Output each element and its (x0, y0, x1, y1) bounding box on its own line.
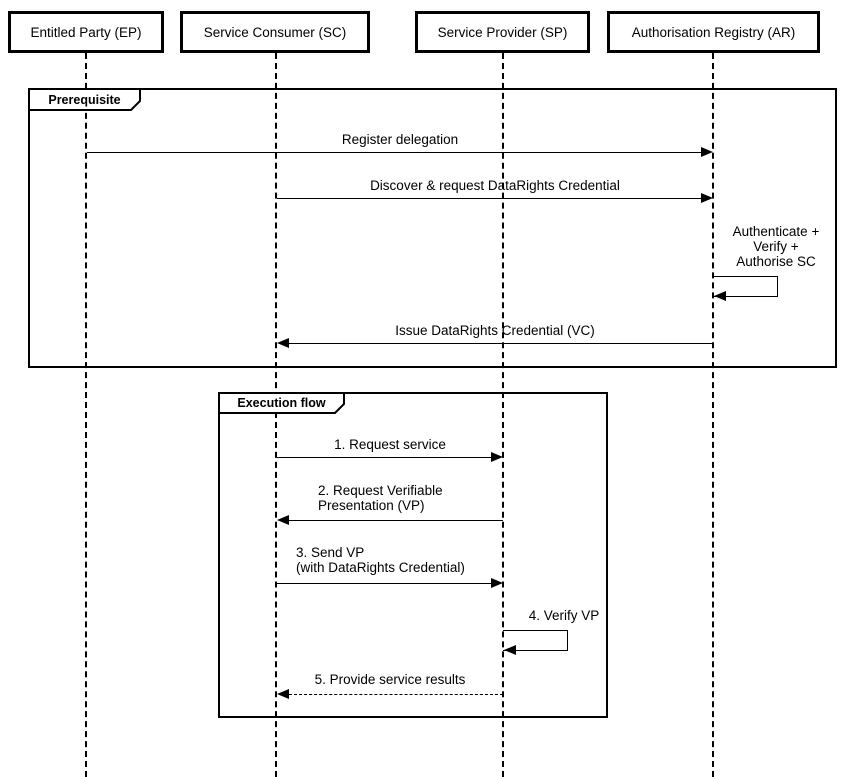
frame-execution-flow-title-tab: Execution flow (218, 392, 345, 414)
lifeline-authorisation-registry (712, 53, 714, 777)
message-label-verify-vp: 4. Verify VP (528, 608, 600, 623)
message-label-issue-credential: Issue DataRights Credential (VC) (395, 323, 595, 338)
arrowhead-left-icon (277, 515, 289, 525)
frame-tab-pentagon-icon (218, 392, 345, 414)
message-line-dashed (289, 694, 503, 695)
actor-service-consumer: Service Consumer (SC) (180, 11, 370, 53)
frame-tab-pentagon-icon (28, 88, 141, 111)
arrowhead-right-icon (701, 193, 713, 203)
actor-label: Authorisation Registry (AR) (631, 24, 796, 40)
message-label-request-vp: 2. Request Verifiable Presentation (VP) (318, 483, 443, 513)
frame-title: Prerequisite (48, 92, 121, 107)
message-label-authenticate-verify-authorise: Authenticate + Verify + Authorise SC (732, 224, 820, 269)
arrowhead-left-icon (504, 645, 516, 655)
actor-authorisation-registry: Authorisation Registry (AR) (607, 11, 820, 53)
lifeline-service-consumer (275, 53, 277, 777)
arrowhead-left-icon (277, 338, 289, 348)
frame-execution-flow (218, 392, 608, 718)
actor-entitled-party: Entitled Party (EP) (8, 11, 164, 53)
message-line (87, 152, 701, 153)
lifeline-service-provider (502, 53, 504, 777)
frame-prerequisite-title-tab: Prerequisite (28, 88, 141, 111)
message-line (277, 198, 701, 199)
message-label-register-delegation: Register delegation (341, 132, 459, 147)
self-message-loop (503, 630, 568, 651)
message-label-provide-results: 5. Provide service results (314, 672, 466, 687)
message-line (277, 457, 491, 458)
actor-label: Entitled Party (EP) (30, 24, 142, 40)
arrowhead-right-icon (491, 578, 503, 588)
self-message-loop (713, 276, 778, 297)
arrowhead-right-icon (491, 452, 503, 462)
message-label-request-service: 1. Request service (334, 437, 446, 452)
actor-label: Service Provider (SP) (437, 24, 568, 40)
actor-service-provider: Service Provider (SP) (415, 11, 590, 53)
frame-title: Execution flow (237, 396, 326, 410)
message-label-send-vp: 3. Send VP (with DataRights Credential) (296, 545, 465, 575)
frame-prerequisite (28, 88, 837, 368)
arrowhead-right-icon (701, 147, 713, 157)
message-line (289, 520, 503, 521)
actor-label: Service Consumer (SC) (203, 24, 347, 40)
lifeline-entitled-party (85, 53, 87, 777)
message-line (277, 583, 491, 584)
message-label-discover-request: Discover & request DataRights Credential (370, 178, 620, 193)
message-line (289, 343, 713, 344)
arrowhead-left-icon (277, 689, 289, 699)
arrowhead-left-icon (714, 291, 726, 301)
